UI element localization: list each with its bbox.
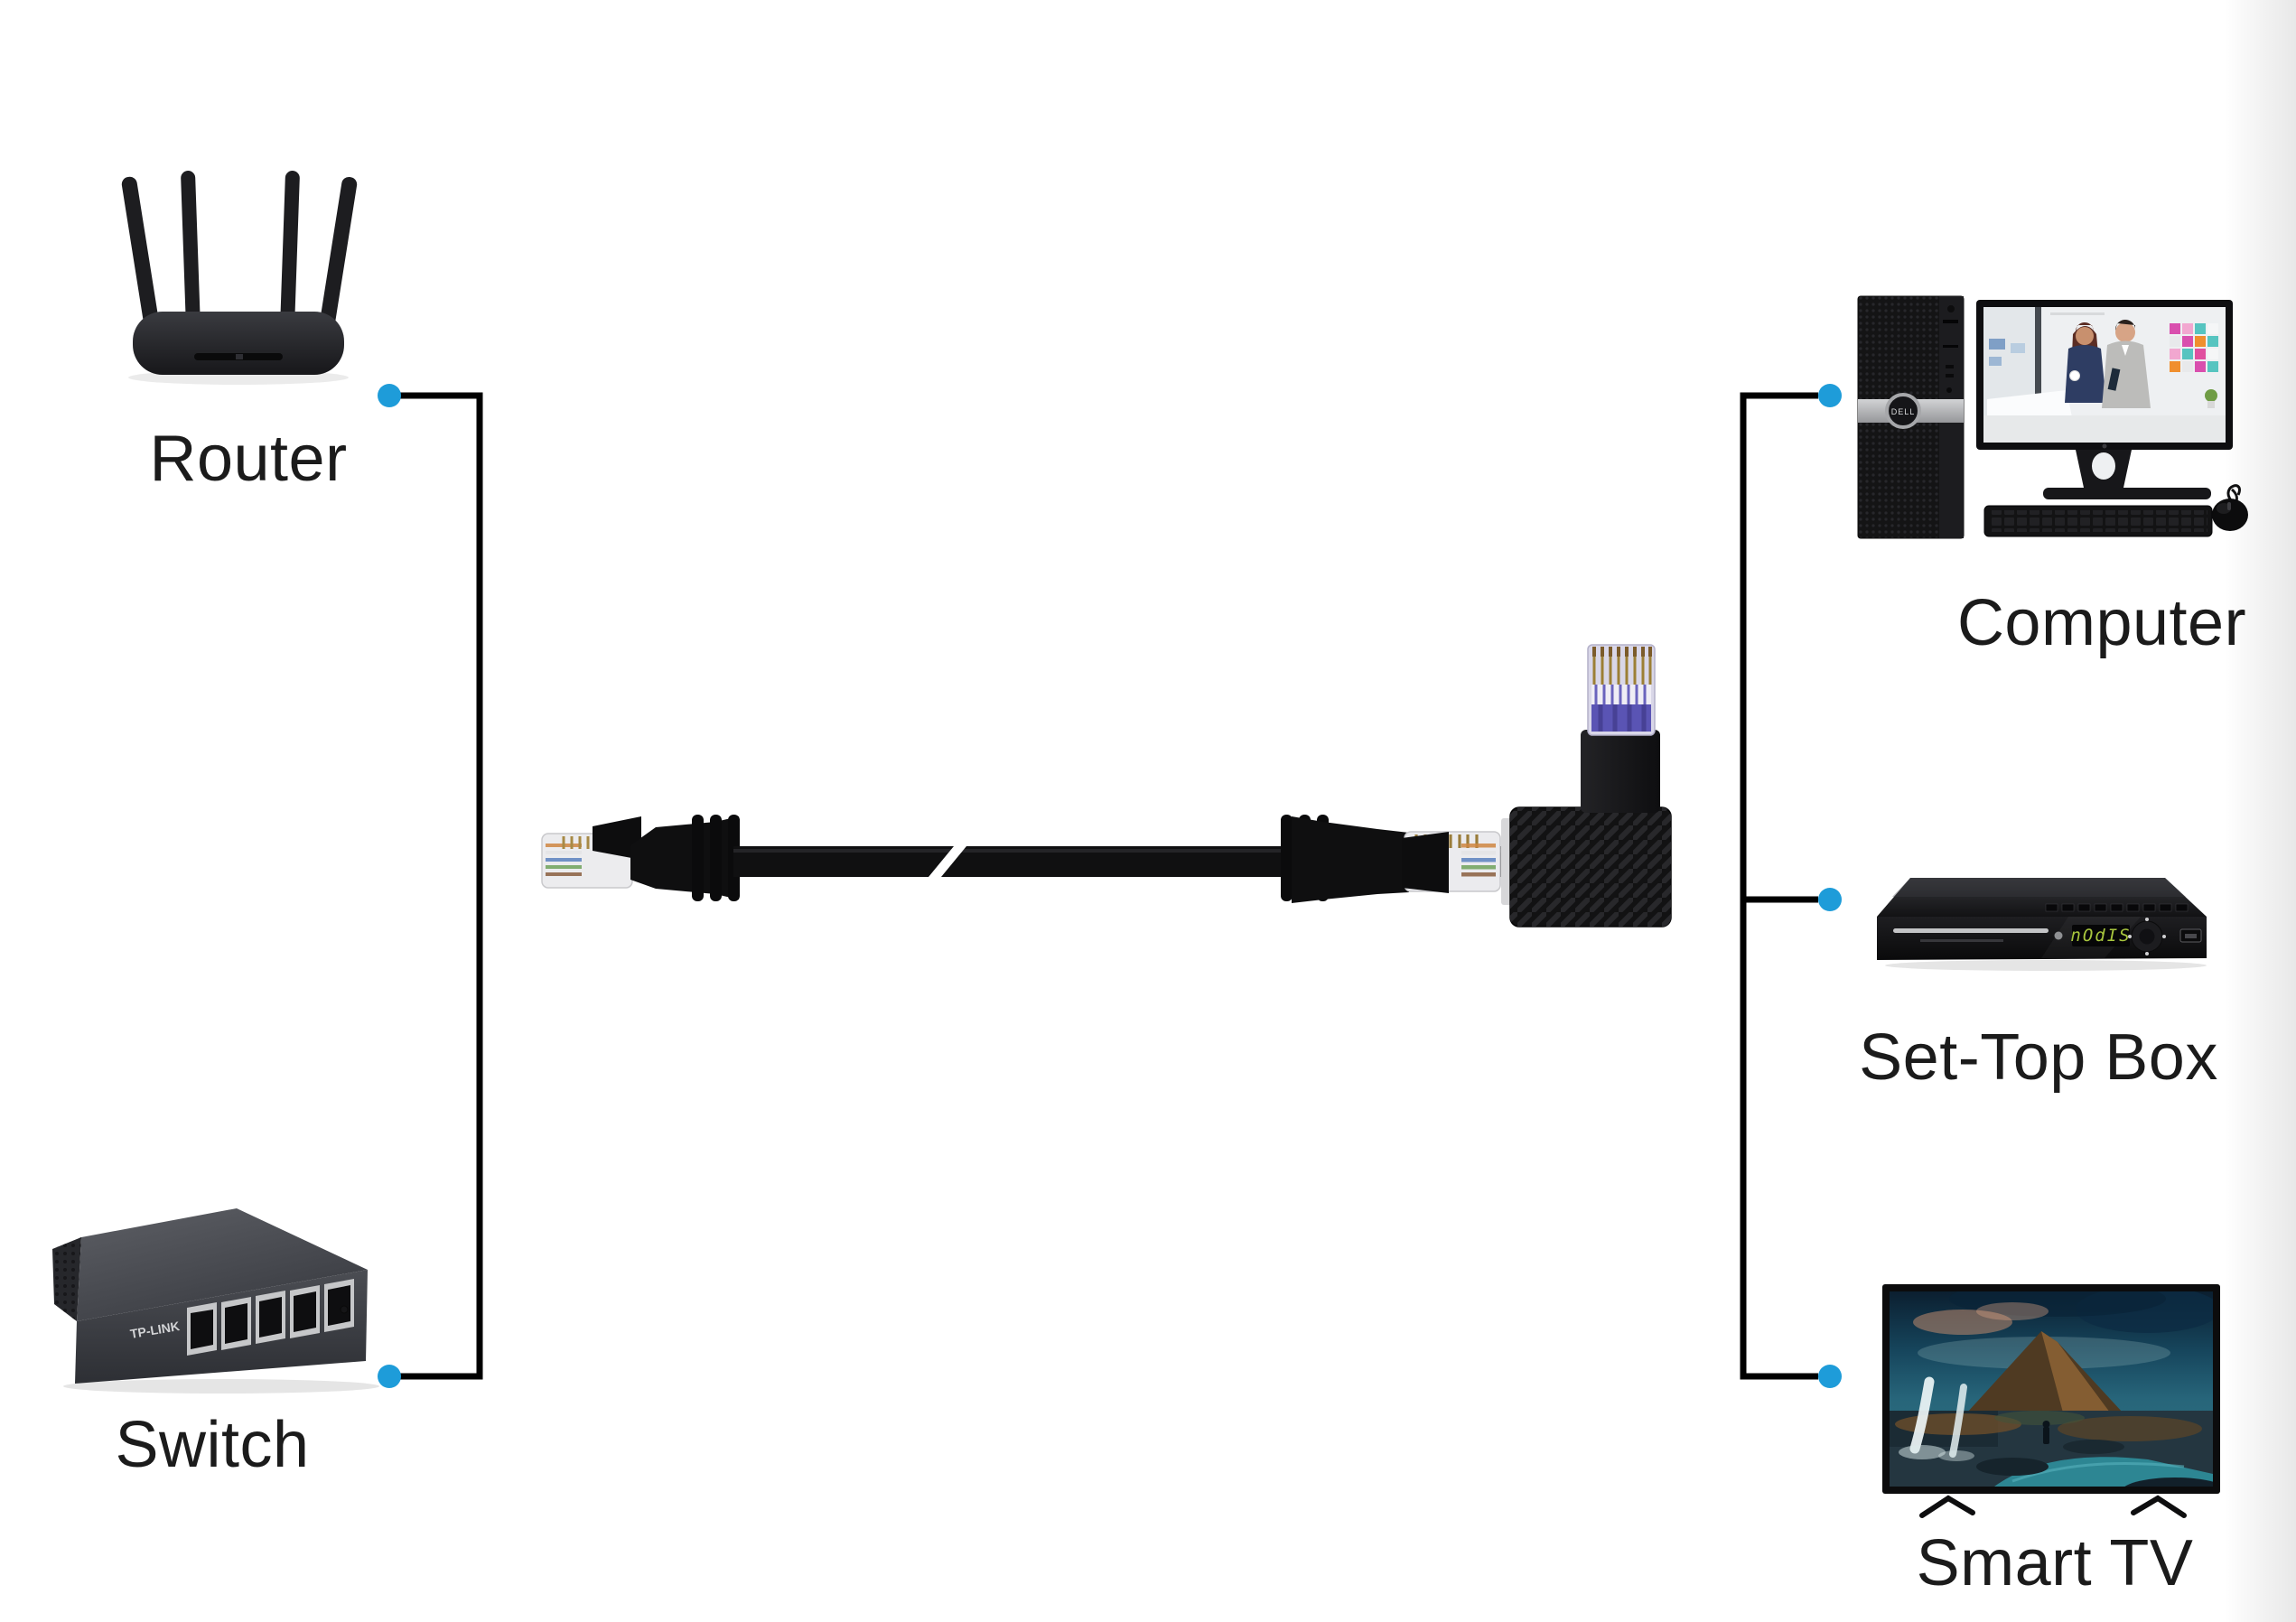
- switch-power-led: [340, 1305, 349, 1314]
- dell-logo-badge: [1885, 393, 1921, 429]
- right-bracket-line: [1740, 392, 1818, 1380]
- set-top-box-device: nOdIS: [1870, 867, 2222, 975]
- ethernet-cable-assembly: [506, 623, 1734, 966]
- computer-device: DELL: [1852, 289, 2267, 551]
- pc-tower: DELL: [1857, 295, 1965, 539]
- ethernet-cable-icon: [541, 644, 1672, 928]
- connection-dot-switch: [378, 1365, 401, 1388]
- smart-tv-icon: [1882, 1284, 2220, 1518]
- router-icon: [121, 171, 358, 385]
- cable-boot-left: [630, 815, 740, 901]
- smart-tv-device: [1877, 1275, 2229, 1524]
- switch-device: TP-LINK: [45, 1201, 379, 1395]
- set-top-buttons: [2045, 903, 2189, 912]
- usb-port: [2179, 928, 2202, 943]
- sticky-notes: [2170, 323, 2218, 372]
- cable-boot-right: [1281, 815, 1409, 903]
- switch-label: Switch: [115, 1409, 310, 1481]
- rj45-right-angle-adapter-icon: [1501, 644, 1672, 928]
- router-antennas: [121, 171, 358, 331]
- pc-monitor-screen: [1983, 307, 2226, 443]
- set-top-box-label: Set-Top Box: [1859, 1021, 2218, 1094]
- router-label: Router: [149, 423, 348, 495]
- dell-logo-text: DELL: [1891, 407, 1916, 416]
- pc-monitor: [1976, 300, 2233, 499]
- rj45-plug-left-icon: [541, 816, 641, 889]
- tv-feet: [1919, 1495, 2187, 1518]
- set-top-display-text: nOdIS: [2070, 926, 2131, 946]
- connection-dot-router: [378, 384, 401, 407]
- cable-highlight-slash: [929, 846, 966, 877]
- connection-dot-set-top-box: [1818, 888, 1842, 911]
- connection-dot-smart-tv: [1818, 1365, 1842, 1388]
- tv-waterfall: [1909, 1376, 1935, 1454]
- tv-person-silhouette: [2042, 1421, 2050, 1444]
- eject-button: [2054, 931, 2063, 940]
- connection-dot-computer: [1818, 384, 1842, 407]
- router-device: [113, 167, 366, 393]
- nav-pad: [2128, 918, 2166, 955]
- screen-person-woman: [2065, 322, 2106, 403]
- rj45-plug-up-icon: [1587, 644, 1656, 736]
- tv-screen: [1890, 1291, 2213, 1487]
- switch-ports: [187, 1279, 354, 1356]
- disc-tray-slot: [1893, 928, 2049, 933]
- computer-label: Computer: [1956, 587, 2247, 659]
- switch-icon: TP-LINK: [52, 1208, 379, 1394]
- rj45-plug-right-icon: [1402, 831, 1501, 893]
- pc-mouse: [2212, 484, 2248, 531]
- set-top-box-icon: nOdIS: [1877, 878, 2207, 971]
- screen-person-man: [2102, 319, 2151, 408]
- smart-tv-label: Smart TV: [1916, 1527, 2194, 1599]
- computer-icon: DELL: [1857, 295, 2248, 539]
- pc-keyboard: [1983, 488, 2238, 537]
- left-bracket-line: [400, 392, 483, 1380]
